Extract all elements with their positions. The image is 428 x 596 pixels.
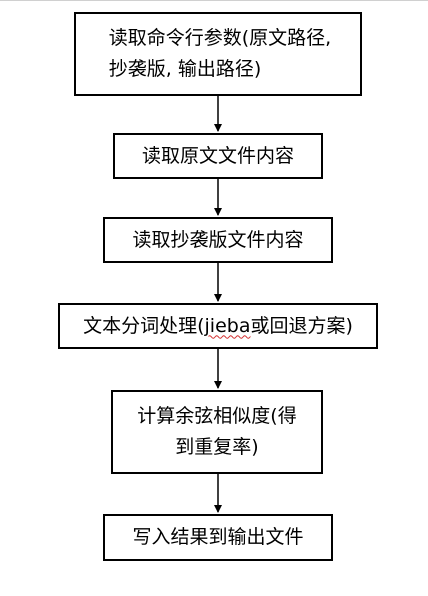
step-read-args-label: 读取命令行参数(原文路径, 抄袭版, 输出路径)	[108, 27, 332, 80]
step-write-output-label: 写入结果到输出文件	[132, 526, 304, 548]
step-read-plagiarized-label: 读取抄袭版文件内容	[132, 228, 304, 251]
top-divider	[0, 0, 428, 1]
step-tokenize-jieba: jieba	[204, 314, 251, 337]
step-read-original: 读取原文文件内容	[113, 133, 323, 179]
step-cosine-similarity: 计算余弦相似度(得 到重复率)	[111, 390, 323, 474]
step-tokenize-prefix: 文本分词处理(	[83, 314, 205, 337]
step-read-plagiarized: 读取抄袭版文件内容	[103, 217, 333, 263]
step-tokenize-suffix: 或回退方案)	[250, 314, 353, 337]
step-read-args: 读取命令行参数(原文路径, 抄袭版, 输出路径)	[74, 12, 362, 96]
step-tokenize: 文本分词处理(jieba或回退方案)	[58, 303, 378, 349]
step-tokenize-label: 文本分词处理(jieba或回退方案)	[83, 311, 353, 342]
step-read-original-label: 读取原文文件内容	[141, 144, 294, 167]
step-write-output: 写入结果到输出文件	[103, 514, 333, 561]
step-cosine-similarity-label: 计算余弦相似度(得 到重复率)	[137, 405, 297, 458]
